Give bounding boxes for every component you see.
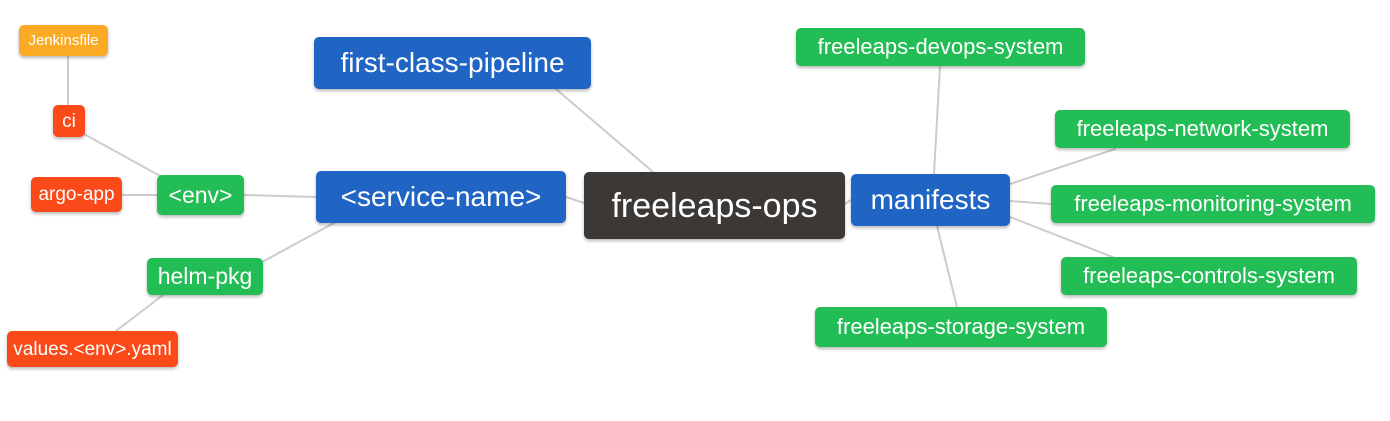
edge-helm-values — [115, 294, 164, 332]
edge-manifests-devops — [933, 65, 941, 175]
node-freeleaps-monitoring-system[interactable]: freeleaps-monitoring-system — [1051, 185, 1375, 223]
edge-pipeline-ops — [555, 88, 654, 173]
edge-env-service — [243, 194, 317, 198]
edge-manifests-monitoring — [1009, 200, 1052, 205]
edge-service-helm — [261, 222, 335, 263]
node-freeleaps-controls-system[interactable]: freeleaps-controls-system — [1061, 257, 1357, 295]
edge-ops-manifests — [844, 199, 852, 205]
node-freeleaps-devops-system[interactable]: freeleaps-devops-system — [796, 28, 1085, 66]
node-service-name[interactable]: <service-name> — [316, 171, 566, 223]
edge-service-ops — [565, 196, 585, 204]
node-helm-pkg[interactable]: helm-pkg — [147, 258, 263, 295]
node-freeleaps-network-system[interactable]: freeleaps-network-system — [1055, 110, 1350, 148]
node-first-class-pipeline[interactable]: first-class-pipeline — [314, 37, 591, 89]
node-manifests[interactable]: manifests — [851, 174, 1010, 226]
node-jenkinsfile[interactable]: Jenkinsfile — [19, 25, 108, 56]
node-freeleaps-ops-root[interactable]: freeleaps-ops — [584, 172, 845, 239]
node-values-env-yaml[interactable]: values.<env>.yaml — [7, 331, 178, 367]
node-env[interactable]: <env> — [157, 175, 244, 215]
node-argo-app[interactable]: argo-app — [31, 177, 122, 212]
node-freeleaps-storage-system[interactable]: freeleaps-storage-system — [815, 307, 1107, 347]
edge-manifests-network — [1009, 148, 1116, 185]
edge-manifests-controls — [1009, 216, 1116, 259]
node-ci[interactable]: ci — [53, 105, 85, 137]
edge-ci-env — [83, 133, 163, 178]
edge-manifests-storage — [936, 225, 958, 308]
